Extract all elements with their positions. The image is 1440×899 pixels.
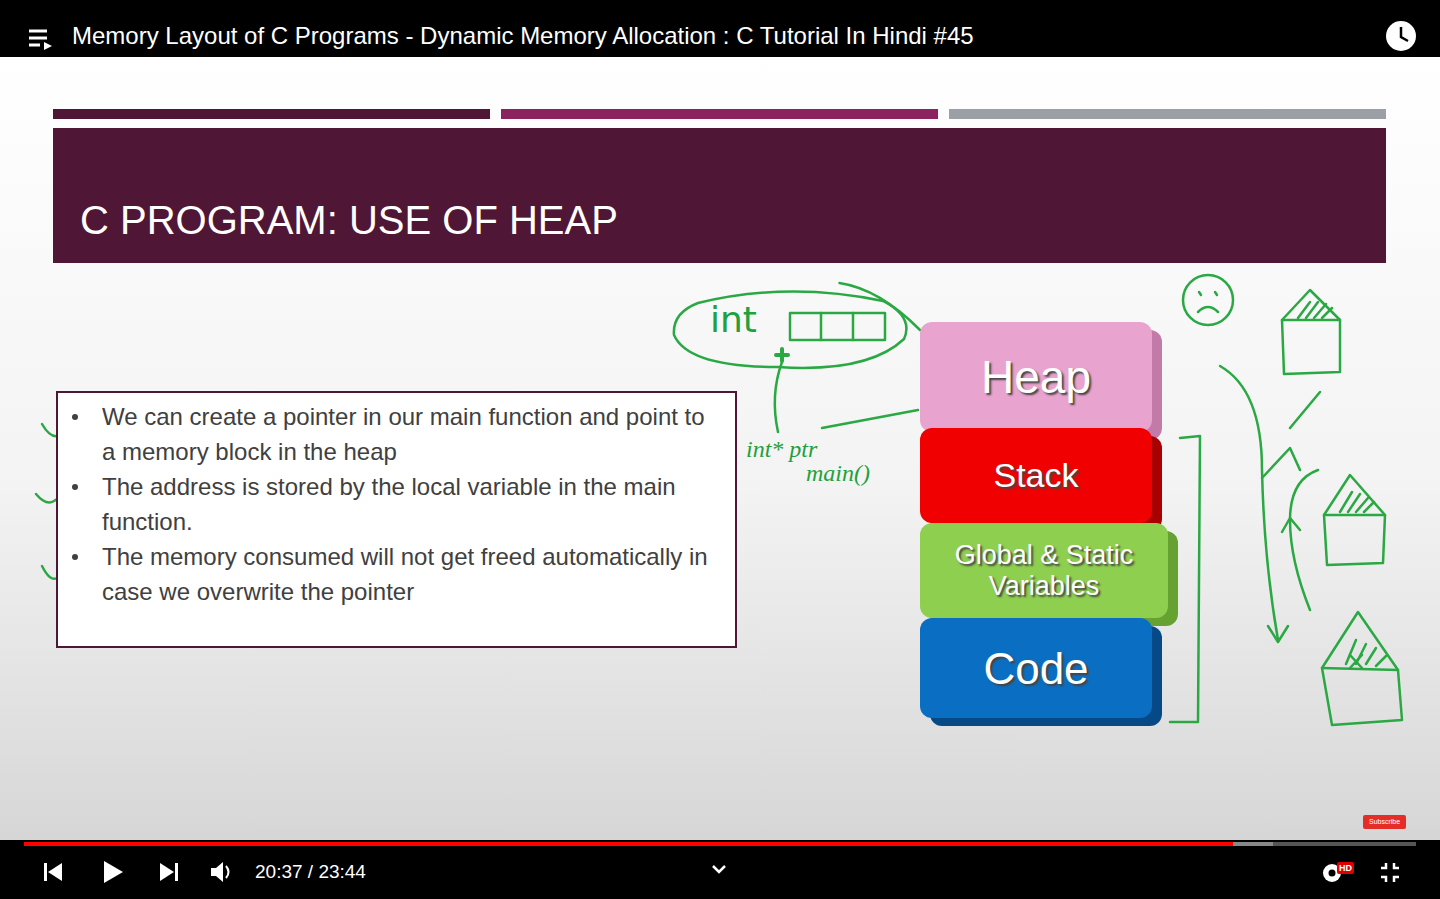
pointer-label: int* ptr (746, 436, 817, 462)
playlist-icon (29, 31, 52, 50)
segment-label: Heap (973, 351, 1099, 404)
house-sketch (1324, 475, 1385, 565)
title-band (53, 128, 1386, 263)
house-sketch (1322, 612, 1402, 725)
array-cells (790, 313, 885, 340)
bullet-box: We can create a pointer in our main func… (56, 391, 737, 648)
accent-bar (501, 109, 938, 119)
pointer-line (775, 362, 782, 432)
code-segment: Code (920, 618, 1152, 718)
ellipse-outline (674, 291, 907, 367)
bracket (1170, 436, 1200, 722)
sad-face (1183, 275, 1233, 325)
ellipse-outline (668, 283, 913, 375)
accent-bar (53, 109, 490, 119)
function-label: main() (806, 460, 870, 486)
bullet-dot (72, 414, 78, 420)
type-label: int (710, 299, 757, 341)
bullet-item: We can create a pointer in our main func… (102, 399, 715, 469)
bullet-item: The address is stored by the local varia… (102, 469, 715, 539)
segment-label: Stack (985, 456, 1086, 495)
watch-later-icon (1386, 21, 1416, 51)
bullet-item: The memory consumed will not get freed a… (102, 539, 715, 609)
player-bar (0, 840, 1440, 899)
stack-segment: Stack (920, 428, 1152, 523)
bullet-dot (72, 554, 78, 560)
heap-int-sketch: int (668, 283, 913, 375)
top-bar (0, 0, 1440, 57)
hand-connector (840, 283, 921, 330)
array-cells (820, 313, 823, 340)
accent-bar (949, 109, 1386, 119)
house-sketch (1282, 290, 1340, 374)
hand-sketch (674, 291, 907, 367)
pointer-line (822, 410, 918, 428)
bullet-text: We can create a pointer in our main func… (102, 399, 715, 469)
player-icons (44, 861, 1399, 883)
segment-label: Code (975, 643, 1096, 694)
progress-track (24, 842, 1416, 846)
slide-title: C PROGRAM: USE OF HEAP (80, 198, 618, 243)
slide-ground (0, 57, 1440, 842)
heap-segment: Heap (920, 322, 1152, 432)
subscribe-badge: Subscribe (1363, 815, 1406, 829)
progress-bar (24, 842, 1233, 846)
bullet-text: The memory consumed will not get freed a… (102, 539, 715, 609)
hd-badge: HD (1337, 862, 1354, 874)
video-title: Memory Layout of C Programs - Dynamic Me… (72, 22, 974, 50)
time-display: 20:37 / 23:44 (255, 860, 366, 884)
buffer-bar (1233, 842, 1273, 846)
segment-label: Global & Static Variables (920, 540, 1168, 602)
plus-mark (776, 349, 788, 361)
bullet-dot (72, 484, 78, 490)
array-cells (852, 313, 855, 340)
arrow-sketch (1220, 366, 1320, 642)
bullet-text: The address is stored by the local varia… (102, 469, 715, 539)
global-static-segment: Global & Static Variables (920, 523, 1168, 618)
